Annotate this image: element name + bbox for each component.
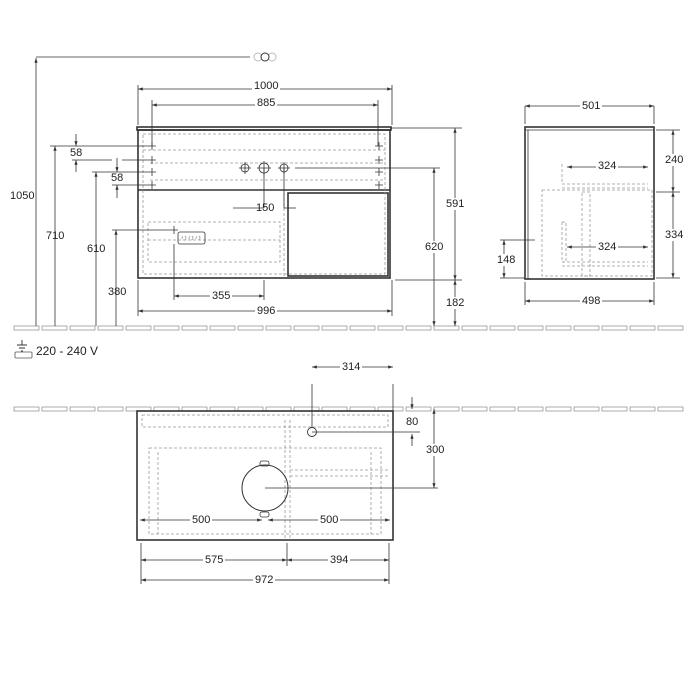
drawer-outline [147, 221, 281, 263]
cabinet-body [137, 129, 391, 279]
dim-width-996: 996 [255, 305, 278, 317]
dim-offset-355: 355 [210, 290, 233, 302]
dim-height-240: 240 [664, 154, 685, 166]
dim-offset-314: 314 [340, 361, 363, 373]
dim-drawer-right: 500 [318, 514, 341, 526]
dim-offset-150: 150 [256, 202, 275, 214]
dim-width-575: 575 [203, 554, 226, 566]
dim-height-610: 610 [87, 243, 106, 255]
dim-height-591: 591 [445, 198, 466, 210]
side-view [500, 104, 680, 305]
dim-offset-58-lower: 58 [111, 172, 124, 184]
dim-height-620: 620 [424, 241, 445, 253]
dim-height-148: 148 [496, 254, 517, 266]
top-view [13, 365, 684, 584]
dim-height-380: 380 [108, 286, 127, 298]
dim-offset-58-top: 58 [70, 147, 83, 159]
dim-height-total: 1050 [10, 190, 35, 202]
top-cabinet [136, 410, 394, 541]
wall-line [13, 406, 684, 412]
dim-drawer-depth-upper: 324 [596, 160, 619, 172]
floor-line [13, 325, 684, 331]
dim-width-972: 972 [253, 574, 276, 586]
dim-width-total: 1000 [252, 80, 281, 92]
voltage-label: 220 - 240 V [36, 344, 99, 358]
dim-drawer-depth-lower: 324 [596, 241, 619, 253]
dim-height-334: 334 [664, 229, 685, 241]
dim-height-710: 710 [46, 230, 65, 242]
socket-icon [14, 340, 33, 359]
dim-offset-300: 300 [425, 444, 446, 456]
dim-depth-top: 501 [580, 100, 603, 112]
dim-height-182: 182 [445, 297, 466, 309]
dim-width-394: 394 [328, 554, 351, 566]
crosshair-icons [148, 142, 383, 234]
drain-icon [253, 52, 277, 62]
side-cabinet [524, 126, 655, 280]
dim-width-inner: 885 [255, 97, 278, 109]
dim-offset-80: 80 [406, 416, 419, 428]
socket-box-icon [177, 231, 206, 245]
dim-depth-bottom: 498 [580, 295, 603, 307]
door-panel [287, 192, 389, 277]
dim-drawer-left: 500 [190, 514, 213, 526]
